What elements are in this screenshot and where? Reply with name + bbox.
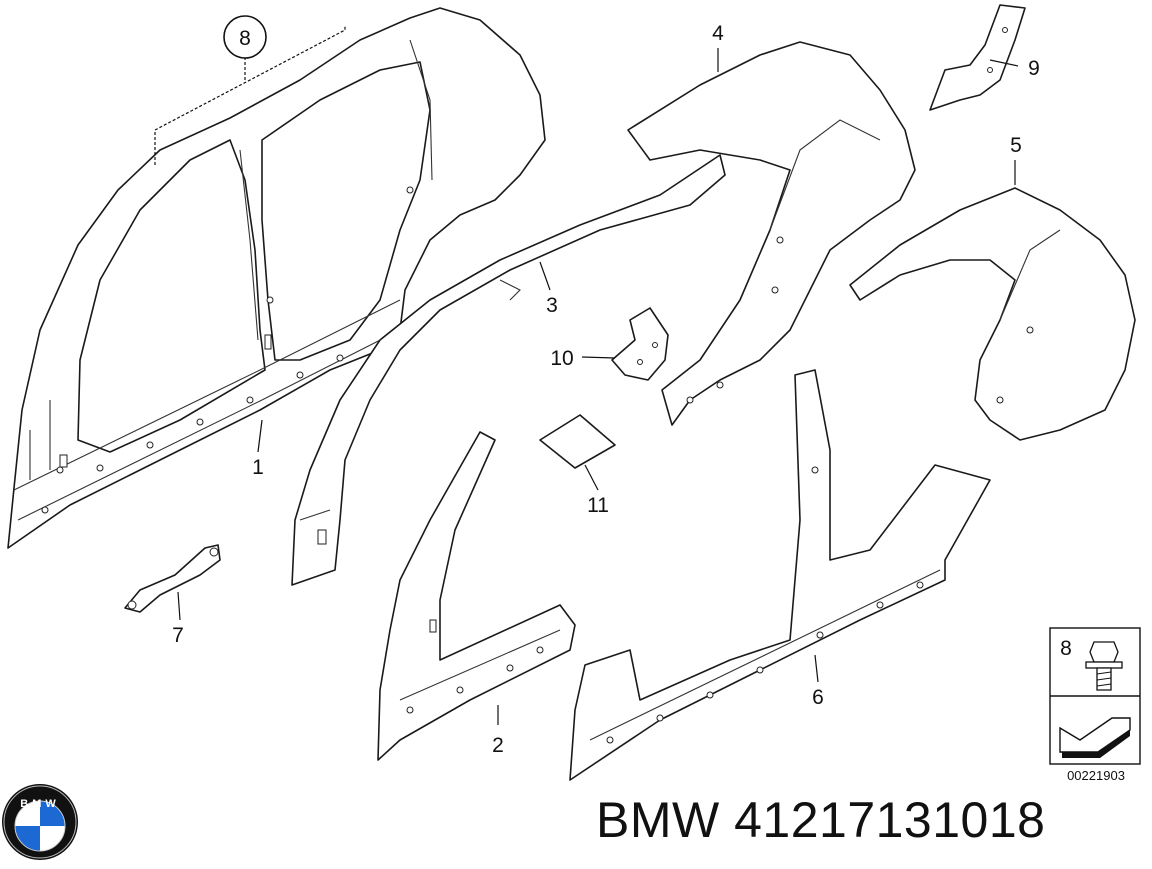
part-9-bracket [929,4,1026,111]
callout-5: 5 [1010,134,1022,157]
bolt-icon [1085,641,1123,691]
arrow-icon [1059,717,1131,758]
bmw-logo: BMW [2,784,78,860]
part-number-caption: BMW 41217131018 [596,792,1046,848]
callout-11: 11 [587,494,609,517]
part-4-quarter-panel [627,41,916,426]
part-10-bracket [611,307,669,381]
callout-8: 8 [239,27,251,50]
callout-6: 6 [812,686,824,709]
callout-2: 2 [492,734,504,757]
callout-9: 9 [1028,57,1040,80]
legend-label: 8 [1060,637,1072,660]
leader-lines [177,48,1019,725]
callout-10: 10 [550,347,573,370]
callout-4: 4 [712,22,724,45]
part-2-door-sill-front [377,431,576,761]
callout-8-bracket [154,25,346,165]
legend-box: 8 00221903 [1049,627,1141,783]
legend-code: 00221903 [1067,768,1125,783]
part-11-patch [539,414,616,469]
part-3-roof-rail [291,154,726,586]
callout-8-circle [223,15,267,59]
callout-7: 7 [172,624,184,647]
callout-labels: 1 2 3 4 5 6 7 8 9 10 11 [172,22,1040,757]
bmw-logo-text: BMW [20,798,60,810]
part-1-side-frame [7,7,546,549]
callout-3: 3 [546,294,558,317]
part-6-side-sill-rear [569,369,991,781]
callout-1: 1 [252,456,264,479]
part-5-wheel-arch [849,187,1136,441]
part-7-bracket [124,544,221,613]
